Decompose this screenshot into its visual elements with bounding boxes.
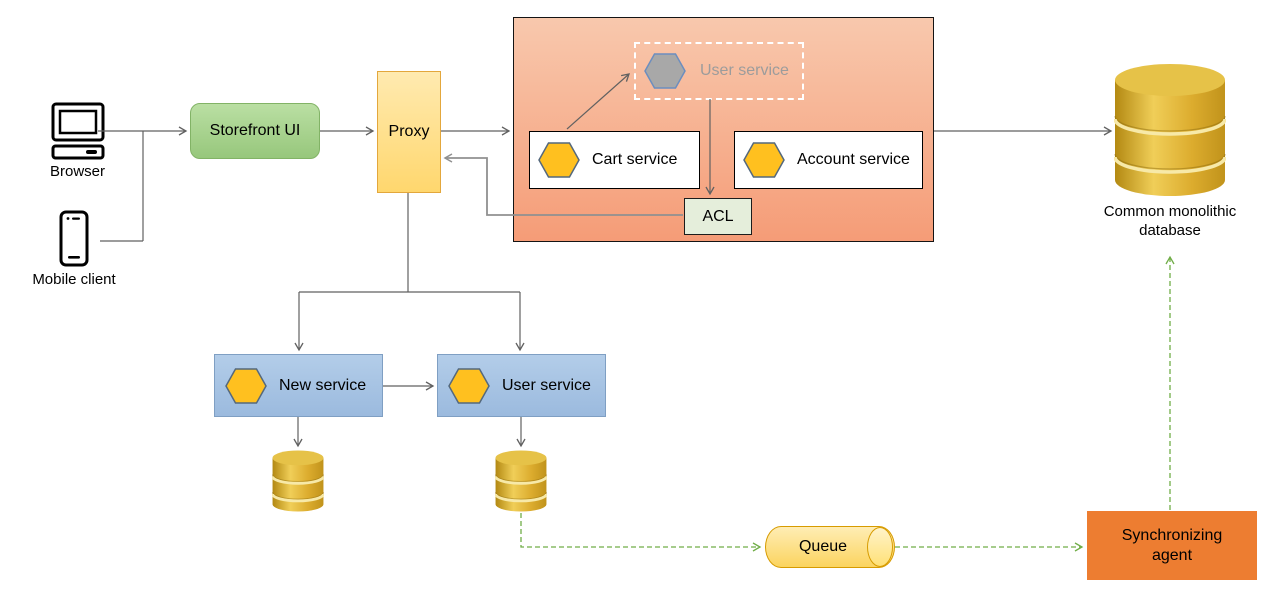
smartphone-icon [59,210,89,267]
queue-label: Queue [798,538,848,555]
monolith-container: User service Cart service Account servic… [513,17,934,242]
acl-node: ACL [684,198,752,235]
user-service-label: User service [502,376,591,394]
new-service-label: New service [279,376,367,394]
queue-node: Queue [765,526,895,568]
edge-db-to-queue [520,513,762,552]
synchronizing-agent-node: Synchronizing agent [1087,511,1257,580]
database-cylinder-icon [271,450,325,512]
cart-service-node: Cart service [529,131,700,189]
browser-label: Browser [49,163,105,180]
user-service-node: User service [437,354,606,417]
database-cylinder-icon [494,450,548,512]
account-service-node: Account service [734,131,923,189]
synchronizing-agent-label: Synchronizing agent [1121,526,1223,564]
proxy-label: Proxy [388,123,430,140]
proxy-node: Proxy [377,71,441,193]
service-hexagon-icon [225,367,267,404]
cart-service-label: Cart service [592,151,678,168]
browser-client: Browser [30,102,125,182]
desktop-computer-icon [51,102,104,160]
ghost-user-service-label: User service [700,62,789,79]
acl-label: ACL [702,207,734,225]
new-service-database-node [271,450,325,517]
service-hexagon-icon [448,367,490,404]
ghost-user-service-node: User service [634,42,804,100]
database-cylinder-icon [1114,64,1226,196]
new-service-node: New service [214,354,383,417]
monolithic-database-label: Common monolithic database [1103,203,1237,239]
storefront-ui-node: Storefront UI [190,103,320,159]
monolithic-database-node: Common monolithic database [1095,63,1245,241]
mobile-client-label: Mobile client [32,271,116,288]
service-hexagon-icon [538,142,580,178]
mobile-client: Mobile client [28,210,120,290]
user-service-database-node [494,450,548,517]
ghost-service-hexagon-icon [644,53,686,89]
account-service-label: Account service [797,151,910,168]
storefront-ui-label: Storefront UI [209,122,301,139]
service-hexagon-icon [743,142,785,178]
